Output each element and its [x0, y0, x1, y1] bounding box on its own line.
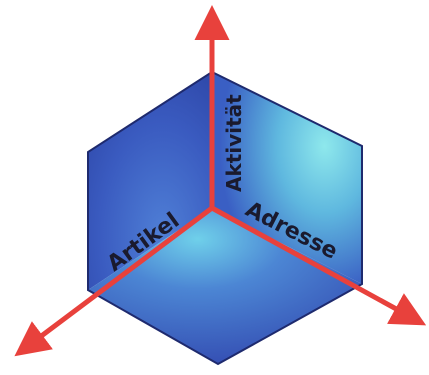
- axis-label-vertical: Aktivität: [222, 94, 246, 192]
- cube-face-left: [88, 72, 212, 290]
- axis-right: [210, 205, 427, 326]
- cube-outline: [87, 70, 363, 366]
- cube-face-right: [212, 72, 362, 284]
- axis-left: [14, 206, 214, 357]
